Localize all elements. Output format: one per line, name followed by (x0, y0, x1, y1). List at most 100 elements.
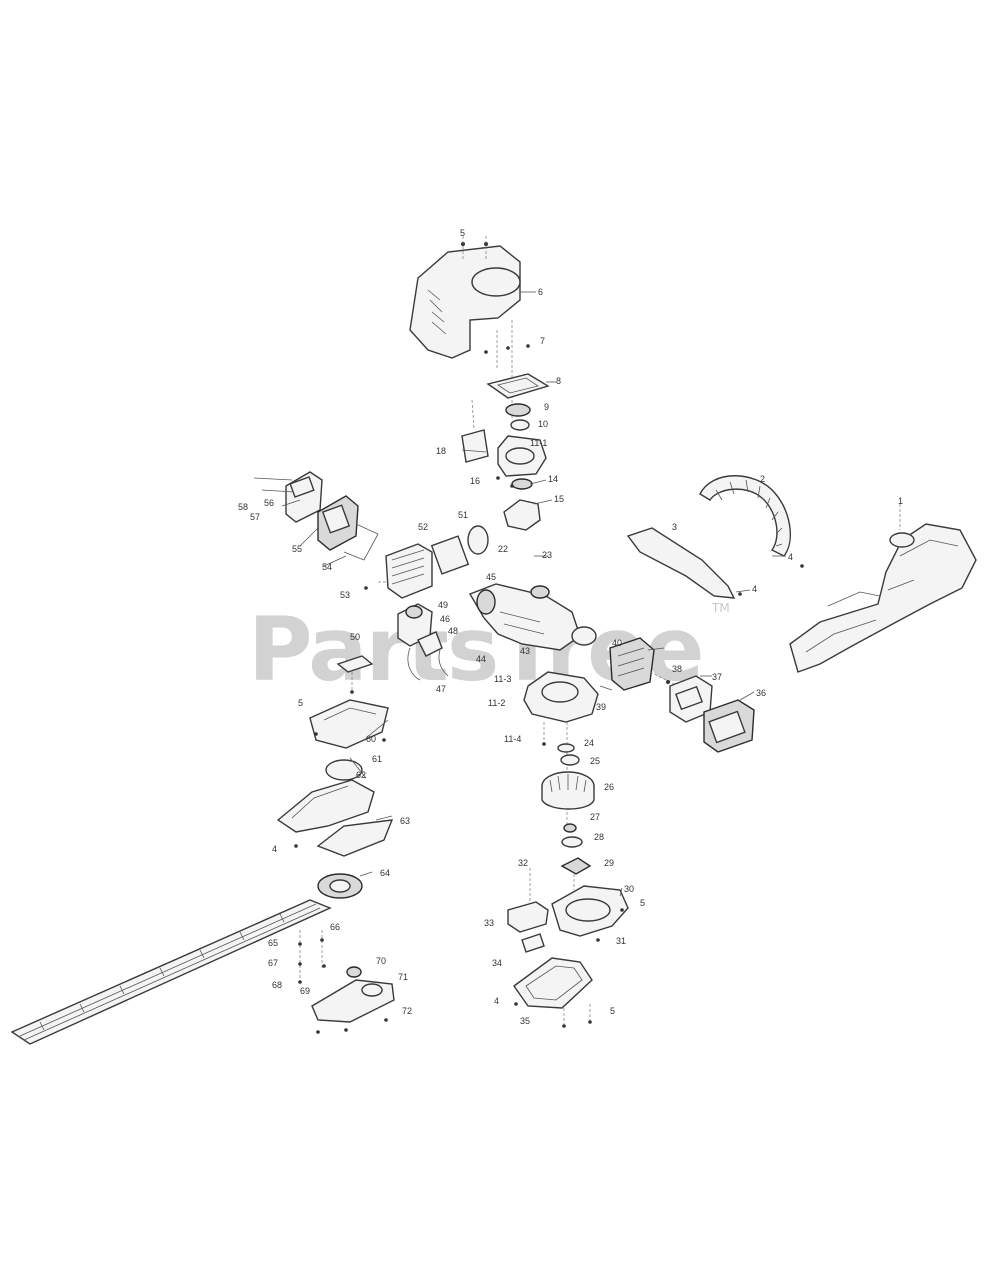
callout-label: 11-2 (488, 698, 505, 708)
gear-cover-part (276, 779, 375, 833)
block-part (507, 901, 549, 933)
callout-label: 60 (366, 734, 376, 744)
engine-block-part (468, 583, 581, 651)
gear-part (325, 759, 363, 781)
callout-label: 40 (612, 638, 622, 648)
blade-gear-part (317, 873, 363, 899)
callout-label: 18 (436, 446, 446, 456)
callout-label: 38 (672, 664, 682, 674)
callout-label: 2 (760, 474, 765, 484)
bracket-part (503, 499, 541, 531)
base-frame-part (513, 957, 593, 1009)
callout-label: 39 (596, 702, 606, 712)
callout-label: 9 (544, 402, 549, 412)
callout-label: 27 (590, 812, 600, 822)
hedge-blade-part (10, 899, 332, 1045)
sheet-part (316, 819, 394, 857)
air-filter-cover-part (285, 471, 323, 523)
callout-labels: 5 6 7 8 9 10 11-1 14 15 16 18 22 23 44 4… (238, 228, 903, 1026)
callout-label: 6 (538, 287, 543, 297)
callout-label: 1 (898, 496, 903, 506)
gasket-plate-part (486, 373, 550, 399)
callout-label: 33 (484, 918, 494, 928)
callout-label: 24 (584, 738, 594, 748)
callout-label: 15 (554, 494, 564, 504)
callout-label: 70 (376, 956, 386, 966)
callout-label: 57 (250, 512, 260, 522)
callout-label: 7 (540, 336, 545, 346)
callout-label: 35 (520, 1016, 530, 1026)
fan-housing-part (551, 885, 629, 937)
callout-label: 5 (460, 228, 465, 238)
air-filter-element-part (317, 495, 359, 551)
callout-label: 22 (498, 544, 508, 554)
fastener-screws (294, 344, 804, 1034)
starter-pulley-part (609, 637, 655, 691)
callout-label: 69 (300, 986, 310, 996)
callout-label: 43 (520, 646, 530, 656)
callout-label: 4 (788, 552, 793, 562)
callout-label: 11-4 (504, 734, 521, 744)
front-handle-part (699, 475, 791, 557)
callout-label: 4 (494, 996, 499, 1006)
callout-label: 5 (640, 898, 645, 908)
callout-label: 58 (238, 502, 248, 512)
callout-label: 29 (604, 858, 614, 868)
callout-label: 61 (372, 754, 382, 764)
upper-housing-part (497, 435, 547, 477)
callout-label: 32 (518, 858, 528, 868)
rear-handle-frame-part (789, 523, 977, 673)
callout-label: 49 (438, 600, 448, 610)
callout-label: 52 (418, 522, 428, 532)
callout-label: 4 (272, 844, 277, 854)
callout-label: 51 (458, 510, 468, 520)
callout-label: 36 (756, 688, 766, 698)
leader-lines (281, 449, 786, 897)
callout-label: 68 (272, 980, 282, 990)
callout-label: 44 (476, 654, 486, 664)
callout-label: 4 (752, 584, 757, 594)
callout-label: 72 (402, 1006, 412, 1016)
callout-label: 53 (340, 590, 350, 600)
callout-label: 48 (448, 626, 458, 636)
callout-label: 45 (486, 572, 496, 582)
callout-label: 65 (268, 938, 278, 948)
callout-label: 55 (292, 544, 302, 554)
callout-label: 28 (594, 832, 604, 842)
carburetor-part (385, 543, 433, 599)
callout-label: 14 (548, 474, 558, 484)
callout-label: 71 (398, 972, 408, 982)
callout-label: 37 (712, 672, 722, 682)
callout-label: 56 (264, 498, 274, 508)
lower-housing-part (523, 671, 599, 723)
callout-label: 47 (436, 684, 446, 694)
callout-label: 67 (268, 958, 278, 968)
callout-label: 26 (604, 782, 614, 792)
decal-part (461, 429, 489, 463)
callout-label: 5 (298, 698, 303, 708)
flywheel-part (541, 771, 595, 810)
callout-label: 10 (538, 419, 548, 429)
engine-cover-part (409, 236, 521, 359)
callout-label: 23 (542, 550, 552, 560)
gearbox-plate-part (309, 699, 389, 749)
callout-label: 11-1 (530, 438, 547, 448)
callout-label: 66 (330, 922, 340, 932)
handle-guard-part (626, 527, 736, 599)
callout-label: 30 (624, 884, 634, 894)
seal-part (505, 403, 531, 417)
callout-label: 34 (492, 958, 502, 968)
callout-label: 64 (380, 868, 390, 878)
pad-part (336, 655, 374, 673)
callout-label: 3 (672, 522, 677, 532)
callout-label: 11-3 (494, 674, 511, 684)
callout-label: 50 (350, 632, 360, 642)
callout-label: 31 (616, 936, 626, 946)
callout-label: 25 (590, 756, 600, 766)
watermark-trademark: TM (711, 601, 730, 615)
callout-label: 63 (400, 816, 410, 826)
recoil-cover-part (703, 699, 755, 753)
callout-label: 16 (470, 476, 480, 486)
callout-label: 54 (322, 562, 332, 572)
